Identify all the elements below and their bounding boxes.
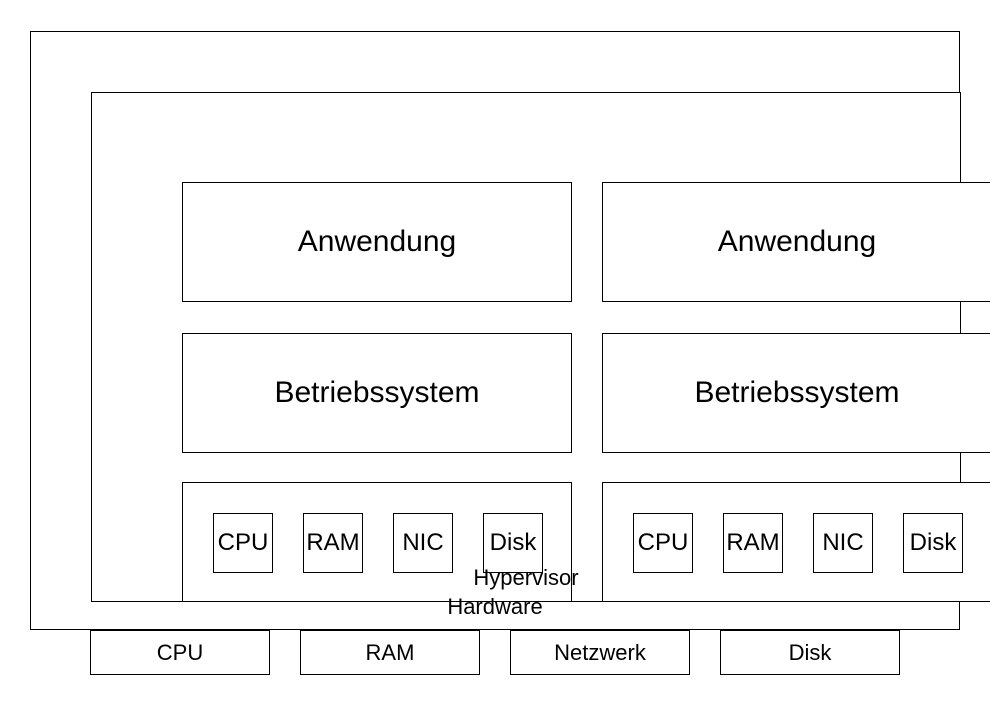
vm-2-os-label: Betriebssystem [694, 376, 900, 409]
vm-2-device-box-nic: NIC [813, 513, 873, 573]
vm-2-os-box: Betriebssystem [602, 333, 990, 453]
vm-2-application-box: Anwendung [602, 182, 990, 302]
vm-1-stack: Anwendung Betriebssystem CPU RAM NIC Dis… [182, 182, 572, 602]
vm-2-device-box-ram: RAM [723, 513, 783, 573]
hardware-label: Hardware [447, 594, 543, 619]
vm-2-device-box-cpu: CPU [633, 513, 693, 573]
vm-1-application-box: Anwendung [182, 182, 572, 302]
vm-1-application-label: Anwendung [297, 225, 457, 258]
physical-device-box-disk: Disk [720, 630, 900, 675]
vm-1-device-box-nic: NIC [393, 513, 453, 573]
vm-2-application-label: Anwendung [717, 225, 877, 258]
physical-device-box-netzwerk: Netzwerk [510, 630, 690, 675]
hypervisor-label: Hypervisor [473, 565, 579, 590]
vm-1-virtual-hardware-box: CPU RAM NIC Disk [182, 482, 572, 602]
vm-1-os-box: Betriebssystem [182, 333, 572, 453]
hypervisor-box: Anwendung Betriebssystem CPU RAM NIC Dis… [91, 92, 990, 602]
physical-device-box-cpu: CPU [90, 630, 270, 675]
vm-2-device-box-disk: Disk [903, 513, 963, 573]
vm-1-device-box-ram: RAM [303, 513, 363, 573]
vm-1-os-label: Betriebssystem [274, 376, 480, 409]
vm-2-virtual-hardware-box: CPU RAM NIC Disk [602, 482, 990, 602]
vm-1-device-box-cpu: CPU [213, 513, 273, 573]
vm-2-stack: Anwendung Betriebssystem CPU RAM NIC Dis… [602, 182, 990, 602]
vm-1-device-box-disk: Disk [483, 513, 543, 573]
hardware-box: Anwendung Betriebssystem CPU RAM NIC Dis… [30, 31, 990, 630]
physical-device-box-ram: RAM [300, 630, 480, 675]
